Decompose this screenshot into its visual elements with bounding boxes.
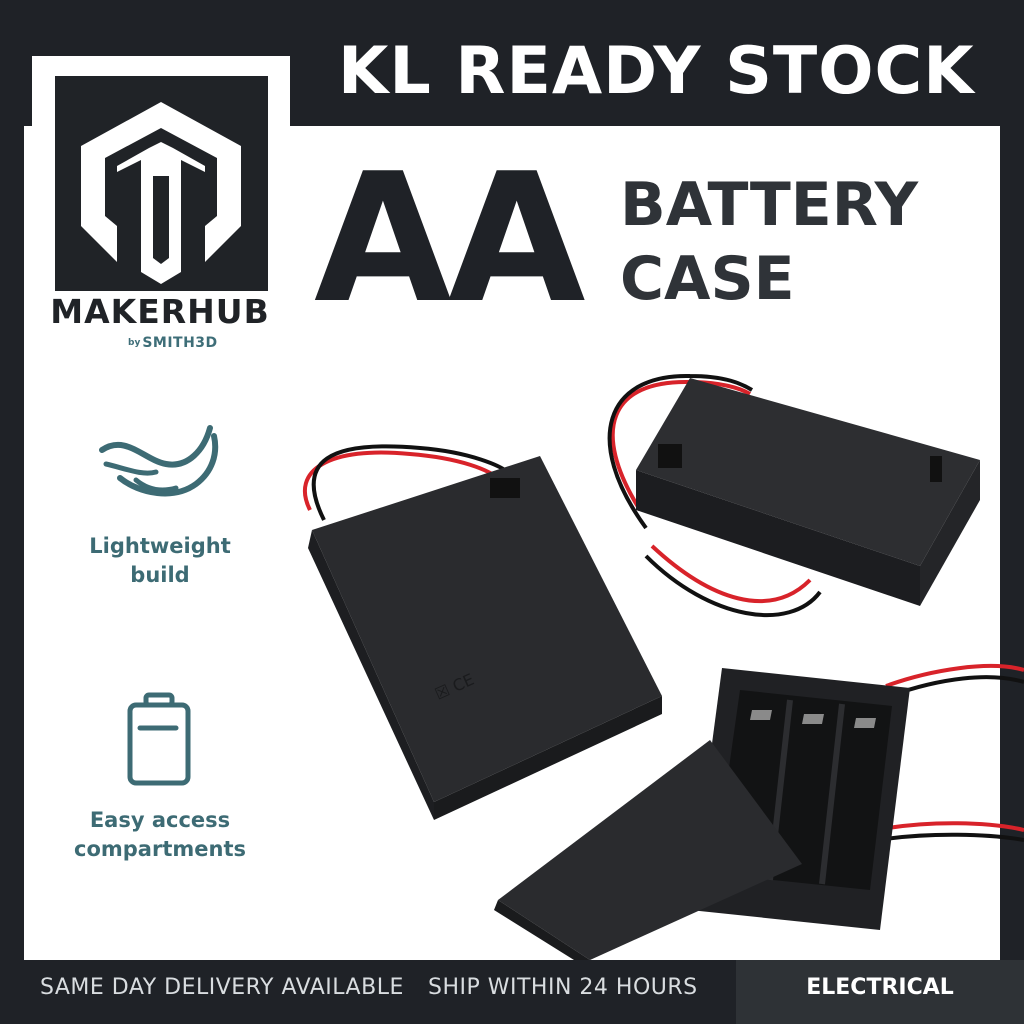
battery-case-closed-front: ☒ CE [303,444,662,820]
feature-access-line1: Easy access [89,808,231,832]
makerhub-logo-icon [55,76,268,291]
feature-lightweight-line1: Lightweight [89,534,231,558]
category-badge [736,960,1024,1024]
product-title-line2: CASE [620,244,795,314]
feather-icon [96,420,226,514]
footer-bar [0,960,736,1024]
footer-delivery-text: SAME DAY DELIVERY AVAILABLE [40,975,404,1000]
feature-lightweight-label: Lightweight build [50,532,270,590]
product-photo: ☒ CE [303,373,1024,960]
battery-case-open [494,664,1024,960]
byline-maker: SMITH3D [142,335,218,351]
left-frame [0,0,24,960]
product-title-line1: BATTERY [620,170,919,240]
feature-lightweight-line2: build [130,563,190,587]
product-size: AA [314,135,586,342]
headline: KL READY STOCK [338,34,975,109]
feature-access-line2: compartments [74,837,246,861]
product-title: BATTERY CASE [620,168,918,316]
footer-shipping-text: SHIP WITHIN 24 HOURS [428,975,698,1000]
battery-icon [126,692,194,792]
right-frame [1000,0,1024,960]
battery-case-closed-back [607,373,980,618]
feature-access-label: Easy access compartments [50,806,270,864]
byline-by: by [128,337,141,348]
category-label: ELECTRICAL [806,975,954,1000]
brand-name: MAKERHUB [50,292,270,331]
